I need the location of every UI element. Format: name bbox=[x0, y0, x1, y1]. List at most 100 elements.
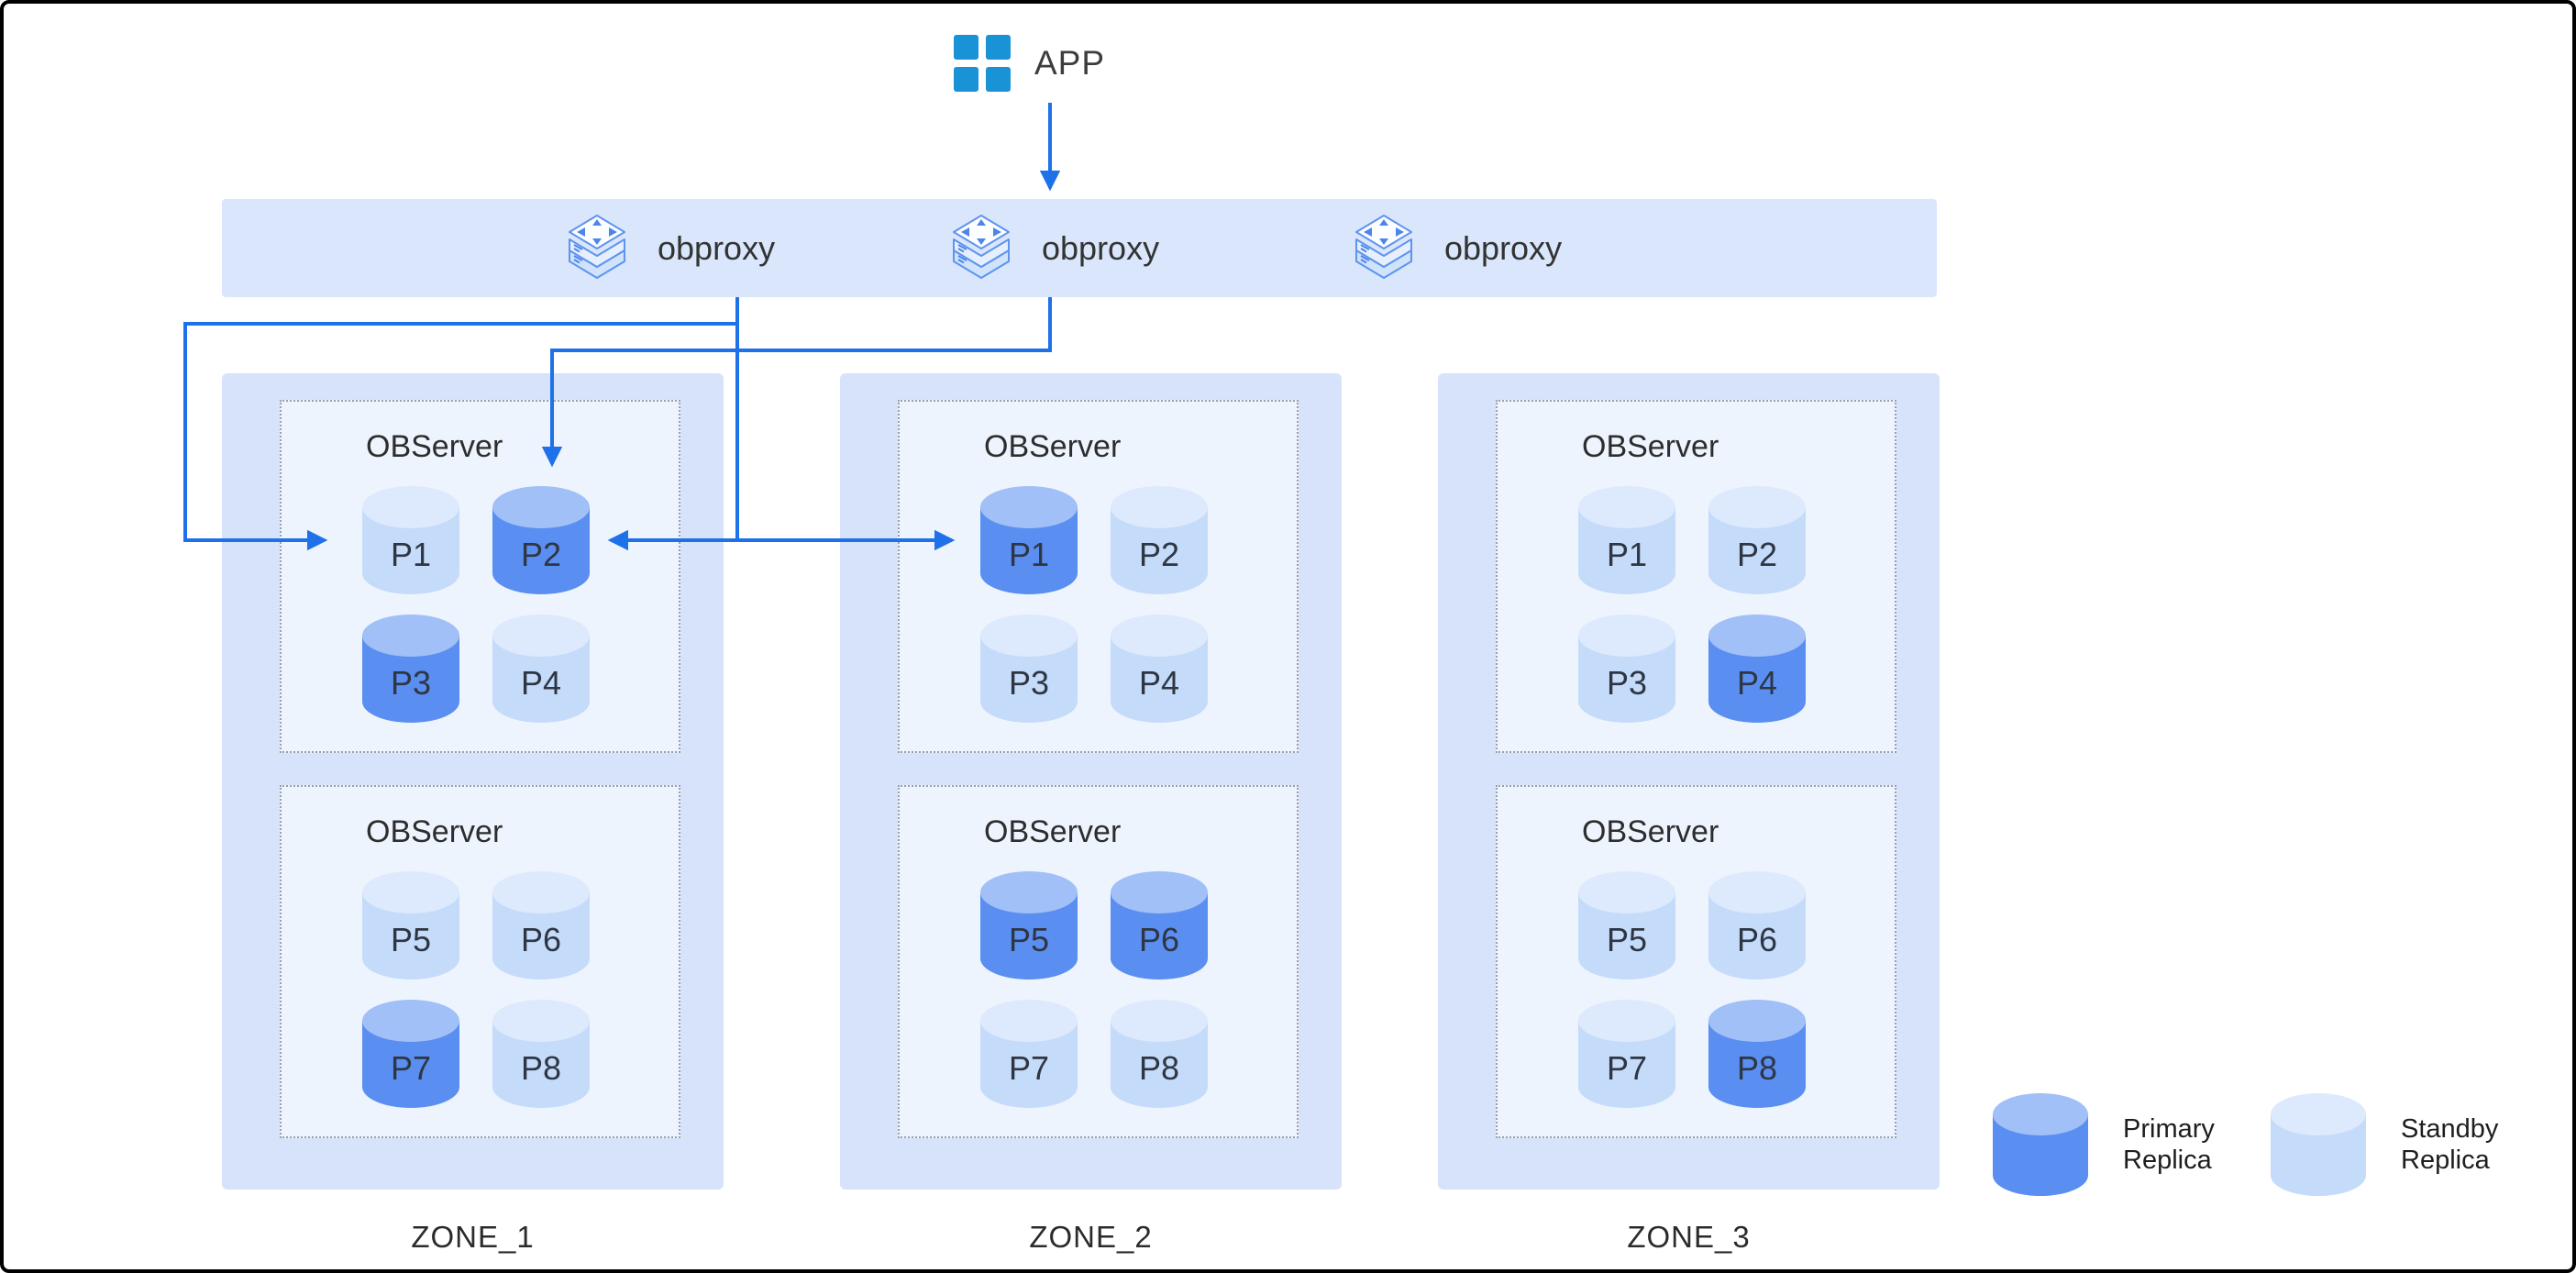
partition-p2-standby: P2 bbox=[1111, 486, 1208, 594]
observer-box-2: OBServer P5 P6 P7 P8 bbox=[280, 785, 680, 1138]
cylinder-top bbox=[362, 614, 459, 657]
cylinder-top bbox=[492, 1000, 590, 1042]
legend-cylinder bbox=[2271, 1093, 2366, 1196]
app-node: APP bbox=[954, 35, 1105, 92]
observer-box-2: OBServer P5 P6 P7 P8 bbox=[1496, 785, 1896, 1138]
partition-label: P8 bbox=[520, 1049, 562, 1087]
partition-label: P4 bbox=[1736, 664, 1778, 702]
partition-label: P6 bbox=[520, 921, 562, 958]
cylinder-top bbox=[1578, 1000, 1675, 1042]
cylinder-top bbox=[1111, 1000, 1208, 1042]
partition-p6-standby: P6 bbox=[1708, 871, 1806, 980]
partition-p6-standby: P6 bbox=[492, 871, 590, 980]
cylinder-top bbox=[1111, 614, 1208, 657]
partition-label: P7 bbox=[1008, 1049, 1050, 1087]
partition-p3-standby: P3 bbox=[1578, 614, 1675, 723]
cylinder-top bbox=[1578, 486, 1675, 528]
partition-label: P1 bbox=[390, 536, 432, 573]
partition-label: P7 bbox=[390, 1049, 432, 1087]
partition-p3-primary: P3 bbox=[362, 614, 459, 723]
partition-label: P3 bbox=[1606, 664, 1648, 702]
cylinder-top bbox=[1993, 1093, 2088, 1135]
obproxy-label: obproxy bbox=[658, 228, 776, 267]
observer-title: OBServer bbox=[366, 429, 503, 464]
observer-title: OBServer bbox=[984, 814, 1122, 849]
partition-label: P3 bbox=[1008, 664, 1050, 702]
cylinder-top bbox=[980, 1000, 1078, 1042]
partition-grid: P5 P6 P7 P8 bbox=[980, 871, 1208, 1108]
partition-p5-primary: P5 bbox=[980, 871, 1078, 980]
zone-label: ZONE_3 bbox=[1627, 1220, 1751, 1254]
partition-label: P7 bbox=[1606, 1049, 1648, 1087]
zone-label: ZONE_2 bbox=[1029, 1220, 1153, 1254]
partition-p2-primary: P2 bbox=[492, 486, 590, 594]
partition-p5-standby: P5 bbox=[362, 871, 459, 980]
obproxy-icon bbox=[953, 214, 1010, 279]
partition-label: P3 bbox=[390, 664, 432, 702]
app-icon bbox=[954, 35, 1011, 92]
cylinder-top bbox=[1708, 614, 1806, 657]
zone-3: OBServer P1 P2 P3 P4 OBServer P5 P6 P7 P… bbox=[1438, 373, 1940, 1254]
legend-cylinder bbox=[1993, 1093, 2088, 1196]
observer-title: OBServer bbox=[1582, 814, 1719, 849]
obproxy-label: obproxy bbox=[1444, 228, 1563, 267]
cylinder-top bbox=[1708, 871, 1806, 913]
partition-label: P5 bbox=[390, 921, 432, 958]
partition-p7-primary: P7 bbox=[362, 1000, 459, 1108]
cylinder-top bbox=[1111, 486, 1208, 528]
legend-label: Primary Replica bbox=[2123, 1114, 2215, 1175]
obproxy-label: obproxy bbox=[1042, 228, 1160, 267]
obproxy-node-3: obproxy bbox=[1351, 210, 1562, 287]
cylinder-top bbox=[492, 614, 590, 657]
obproxy-node-2: obproxy bbox=[948, 210, 1159, 287]
cylinder-top bbox=[1708, 486, 1806, 528]
partition-grid: P5 P6 P7 P8 bbox=[362, 871, 590, 1108]
cylinder-top bbox=[980, 614, 1078, 657]
partition-label: P1 bbox=[1008, 536, 1050, 573]
obproxy-icon bbox=[1355, 214, 1412, 279]
partition-label: P2 bbox=[1736, 536, 1778, 573]
legend: Primary Replica Standby Replica bbox=[1993, 1093, 2522, 1196]
zone-2: OBServer P1 P2 P3 P4 OBServer P5 P6 P7 P… bbox=[840, 373, 1342, 1254]
partition-label: P6 bbox=[1138, 921, 1180, 958]
partition-p4-primary: P4 bbox=[1708, 614, 1806, 723]
obproxy-node-1: obproxy bbox=[564, 210, 775, 287]
partition-p6-primary: P6 bbox=[1111, 871, 1208, 980]
partition-p1-standby: P1 bbox=[1578, 486, 1675, 594]
app-label: APP bbox=[1034, 44, 1106, 82]
cylinder-top bbox=[362, 871, 459, 913]
cylinder-top bbox=[492, 871, 590, 913]
cylinder-top bbox=[492, 486, 590, 528]
partition-label: P5 bbox=[1008, 921, 1050, 958]
cylinder-top bbox=[1708, 1000, 1806, 1042]
partition-grid: P1 P2 P3 P4 bbox=[980, 486, 1208, 723]
partition-label: P1 bbox=[1606, 536, 1648, 573]
partition-grid: P1 P2 P3 P4 bbox=[1578, 486, 1806, 723]
partition-p2-standby: P2 bbox=[1708, 486, 1806, 594]
observer-title: OBServer bbox=[366, 814, 503, 849]
partition-p1-standby: P1 bbox=[362, 486, 459, 594]
partition-label: P2 bbox=[1138, 536, 1180, 573]
observer-box-2: OBServer P5 P6 P7 P8 bbox=[898, 785, 1299, 1138]
partition-label: P4 bbox=[520, 664, 562, 702]
cylinder-top bbox=[362, 486, 459, 528]
obproxy-band: obproxy obproxy obproxy bbox=[222, 199, 1937, 297]
cylinder-top bbox=[362, 1000, 459, 1042]
partition-p3-standby: P3 bbox=[980, 614, 1078, 723]
observer-title: OBServer bbox=[984, 429, 1122, 464]
partition-label: P6 bbox=[1736, 921, 1778, 958]
cylinder-top bbox=[2271, 1093, 2366, 1135]
partition-p4-standby: P4 bbox=[492, 614, 590, 723]
cylinder-top bbox=[980, 486, 1078, 528]
partition-p5-standby: P5 bbox=[1578, 871, 1675, 980]
partition-label: P8 bbox=[1138, 1049, 1180, 1087]
cylinder-top bbox=[1111, 871, 1208, 913]
partition-grid: P1 P2 P3 P4 bbox=[362, 486, 590, 723]
zone-1: OBServer P1 P2 P3 P4 OBServer P5 P6 P7 P… bbox=[222, 373, 724, 1254]
partition-p8-primary: P8 bbox=[1708, 1000, 1806, 1108]
partition-p8-standby: P8 bbox=[492, 1000, 590, 1108]
zone-label: ZONE_1 bbox=[411, 1220, 535, 1254]
legend-label: Standby Replica bbox=[2401, 1114, 2499, 1175]
partition-grid: P5 P6 P7 P8 bbox=[1578, 871, 1806, 1108]
